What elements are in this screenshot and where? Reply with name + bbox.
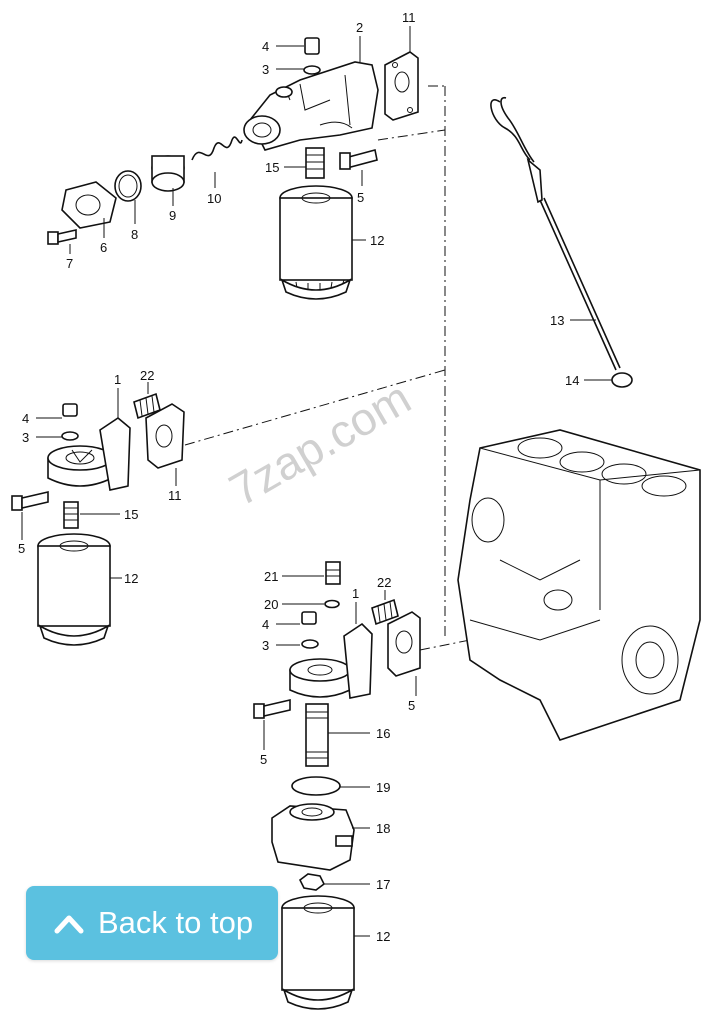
callout-10: 10 [207,191,221,206]
callout-22: 22 [377,575,391,590]
callout-15: 15 [124,507,138,522]
callout-9: 9 [169,208,176,223]
callout-14: 14 [565,373,579,388]
callout-12: 12 [370,233,384,248]
callout-5: 5 [357,190,364,205]
bottom-assembly [253,561,421,1010]
callout-21: 21 [264,569,278,584]
mid-assembly [11,392,185,646]
callout-13: 13 [550,313,564,328]
callout-4: 4 [262,617,269,632]
callout-16: 16 [376,726,390,741]
chevron-up-icon [54,912,84,934]
callout-12: 12 [376,929,390,944]
leader-lines [21,26,612,937]
callout-4: 4 [262,39,269,54]
callout-8: 8 [131,227,138,242]
callout-3: 3 [22,430,29,445]
engine-block [457,429,701,741]
callout-labels: 4 3 2 11 15 5 12 10 9 8 6 7 13 14 4 3 1 … [18,10,579,944]
callout-5: 5 [18,541,25,556]
callout-7: 7 [66,256,73,271]
callout-1: 1 [114,372,121,387]
back-to-top-label: Back to top [98,905,254,940]
callout-4: 4 [22,411,29,426]
callout-11: 11 [168,488,182,503]
back-to-top-button[interactable]: Back to top [26,886,278,960]
callout-6: 6 [100,240,107,255]
callout-15: 15 [265,160,279,175]
callout-2: 2 [356,20,363,35]
callout-3: 3 [262,62,269,77]
callout-11: 11 [402,10,416,25]
callout-3: 3 [262,638,269,653]
callout-20: 20 [264,597,278,612]
callout-17: 17 [376,877,390,892]
dipstick [490,96,633,388]
callout-19: 19 [376,780,390,795]
callout-12: 12 [124,571,138,586]
callout-1: 1 [352,586,359,601]
reference-lines [184,85,471,651]
callout-5-bottom: 5 [260,752,267,767]
callout-18: 18 [376,821,390,836]
callout-22: 22 [140,368,154,383]
top-assembly [47,37,419,300]
callout-11: 5 [408,698,415,713]
